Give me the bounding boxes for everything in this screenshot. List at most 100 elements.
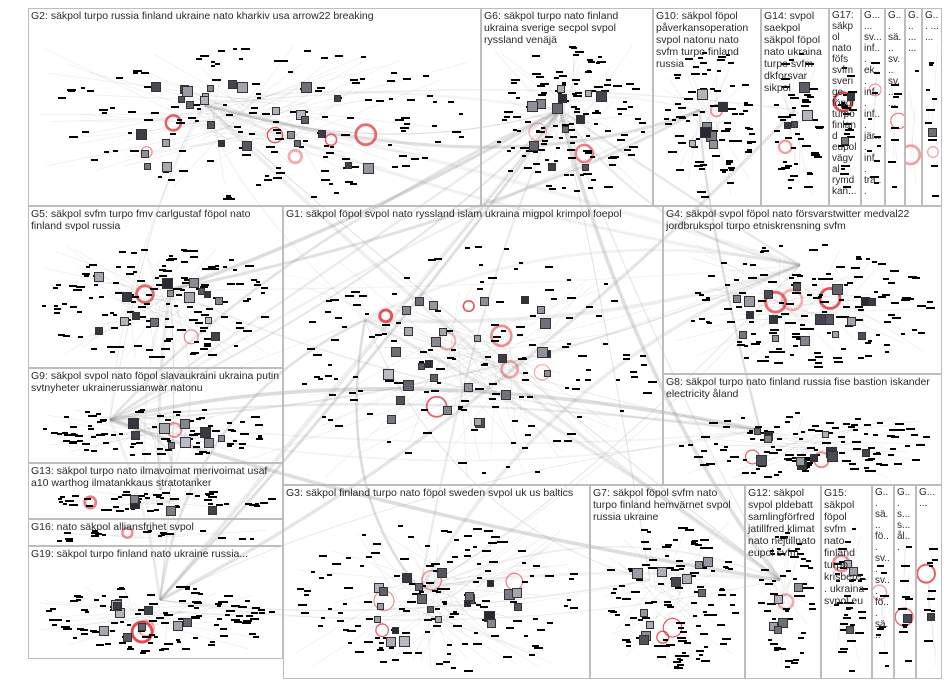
node-label [804,93,812,96]
node-label [64,537,73,540]
node-label [238,605,248,608]
node-avatar [847,317,857,326]
node-label [141,636,151,639]
node-label [328,364,333,367]
node-avatar [849,566,859,576]
node-label [165,318,170,321]
node-label [844,283,849,286]
node-label [799,652,804,655]
node-label [126,265,135,268]
node-label [790,175,798,178]
node-label [760,273,766,276]
node-label [190,255,199,258]
node-label [452,556,459,559]
node-label [176,641,181,644]
node-label [526,149,535,152]
intra-edges [604,522,734,668]
node-label [875,462,882,465]
node-label [360,77,365,80]
node-label [676,658,681,661]
node-avatar [197,288,205,296]
node-label [65,619,70,622]
node-label [616,596,622,599]
node-avatar [464,600,472,608]
node-label [524,433,531,436]
node-label [162,611,168,614]
node-label [748,430,753,433]
node-label [545,185,552,188]
node-label [559,74,568,77]
node-label [848,108,857,111]
node-cluster [29,464,282,518]
group-box-g24: G... ... [916,485,942,679]
node-avatar [539,317,551,329]
node-label [663,600,671,603]
node-label [335,316,343,319]
node-label [780,574,787,577]
edge [109,109,561,421]
node-label [71,504,78,507]
node-label [265,146,275,149]
node-label [785,416,793,419]
node-label [355,651,365,654]
node-label [129,150,139,153]
node-label [931,97,937,100]
node-label [700,632,708,635]
node-cluster [822,486,871,678]
node-label [876,421,883,424]
node-label [585,379,592,382]
node-label [789,555,799,558]
node-avatar [697,588,706,597]
node-avatar [401,305,411,315]
node-label [56,540,62,543]
node-label [807,171,813,174]
node-label [145,319,151,322]
node-label [81,87,86,90]
node-label [188,116,197,119]
edge [109,418,173,491]
node-label [640,540,649,543]
node-label [115,509,124,512]
node-label [780,313,789,316]
node-label [695,292,702,295]
node-avatar [390,346,401,357]
node-label [491,535,501,538]
node-label [700,164,708,167]
node-label [849,467,859,470]
node-label [846,74,855,77]
node-label [77,336,83,339]
node-label [826,331,831,334]
node-label [72,495,79,498]
node-label [424,618,433,621]
node-label [531,73,541,76]
node-label [535,76,544,79]
node-avatar [382,369,394,381]
node-label [521,580,528,583]
node-avatar [127,417,139,429]
node-label [372,543,381,546]
node-label [46,610,53,613]
node-label [161,533,165,536]
node-label [567,279,572,281]
node-label [115,292,124,295]
node-label [747,277,757,280]
node-label [219,628,227,631]
node-label [869,469,877,472]
node-label [256,437,263,440]
node-label [785,531,791,534]
node-label [866,150,872,152]
node-label [648,381,658,384]
node-label [888,160,897,163]
node-label [793,433,799,436]
node-label [844,613,849,616]
node-label [839,623,848,626]
node-label [392,292,398,295]
node-label [327,418,333,421]
node-label [162,269,172,272]
node-label [836,315,843,318]
node-avatar [847,92,856,101]
node-label [771,643,778,646]
edge [108,419,162,601]
node-cluster [862,9,884,205]
node-label [190,250,199,253]
